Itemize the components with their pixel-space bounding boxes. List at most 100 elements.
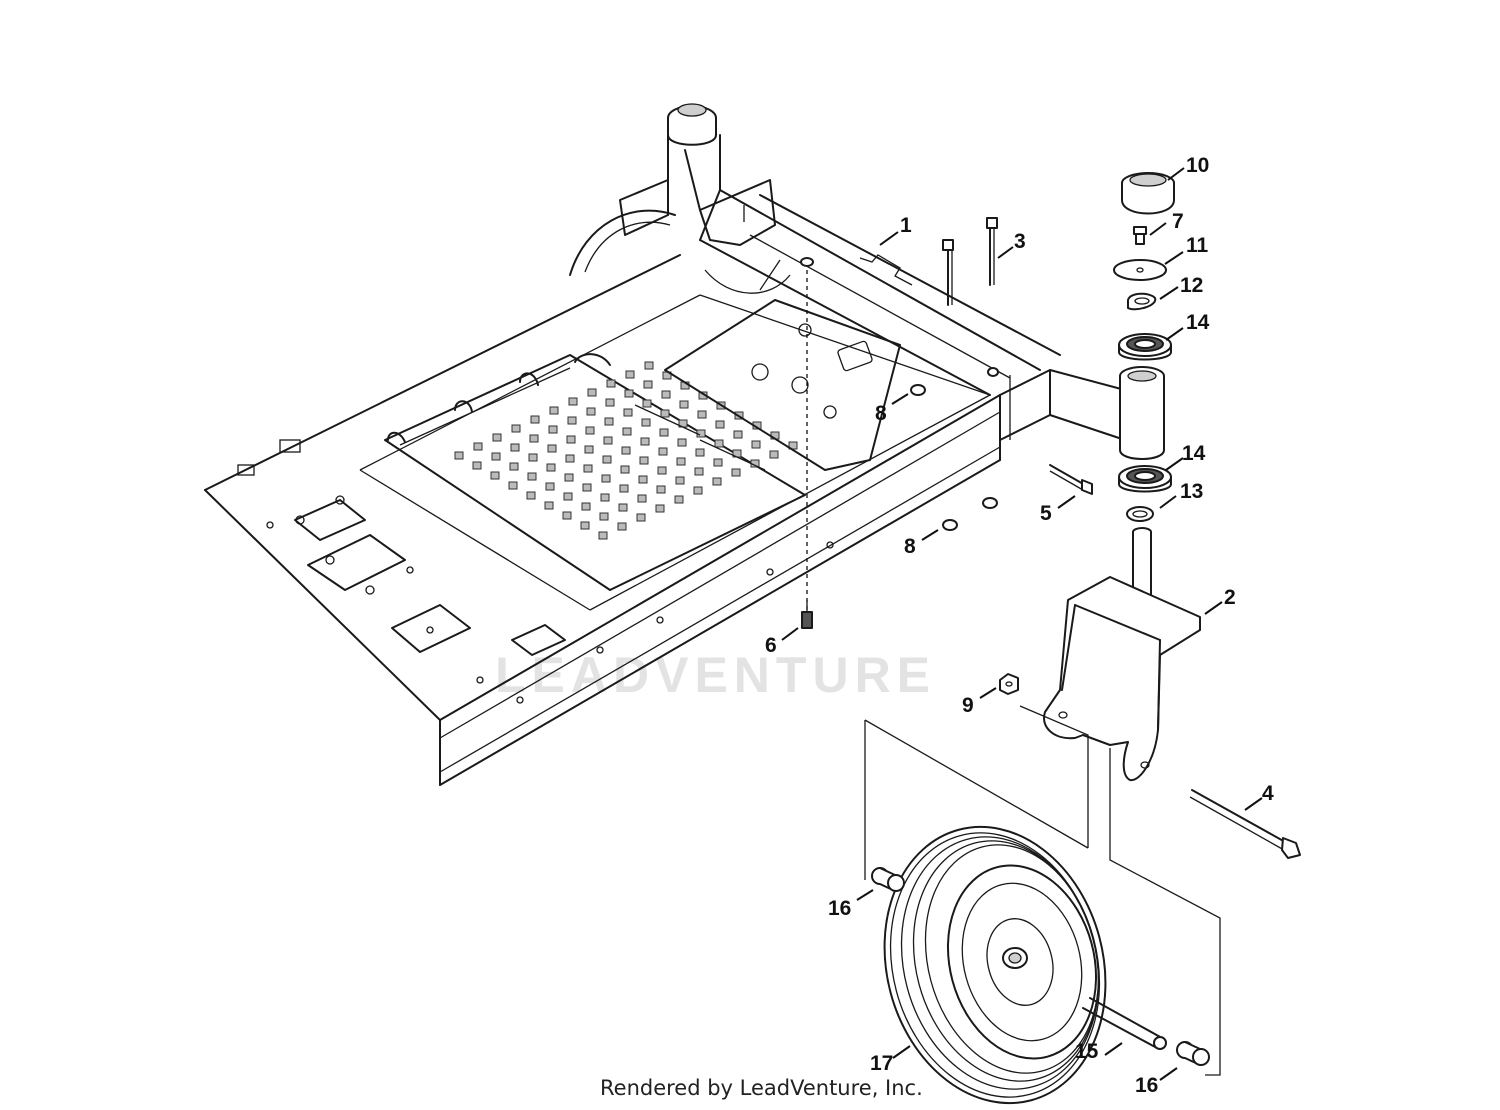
plate-square bbox=[567, 416, 577, 425]
plate-square bbox=[546, 463, 556, 472]
plate-square bbox=[491, 452, 501, 461]
plate-square bbox=[530, 415, 540, 424]
part-7-screw bbox=[1133, 226, 1147, 245]
plate-square bbox=[584, 445, 594, 454]
part-9-nut bbox=[999, 673, 1019, 695]
plate-square bbox=[603, 436, 613, 445]
part-12-clip bbox=[1127, 292, 1157, 311]
plate-square bbox=[562, 511, 572, 520]
plate-square bbox=[658, 447, 668, 456]
plate-square bbox=[566, 435, 576, 444]
plate-square bbox=[655, 504, 665, 513]
plate-square bbox=[511, 424, 521, 433]
plate-square bbox=[715, 420, 725, 429]
plate-square bbox=[676, 457, 686, 466]
callout-14-top: 14 bbox=[1186, 311, 1210, 334]
callout-2: 2 bbox=[1224, 586, 1236, 609]
plate-square bbox=[582, 483, 592, 492]
callout-11: 11 bbox=[1186, 234, 1209, 257]
assembly-frame-right bbox=[1109, 748, 1221, 1076]
plate-square bbox=[492, 433, 502, 442]
callout-17: 17 bbox=[870, 1052, 893, 1075]
deck-cutouts bbox=[294, 499, 566, 656]
plate-square bbox=[733, 430, 743, 439]
plate-square bbox=[473, 442, 483, 451]
plate-square bbox=[547, 444, 557, 453]
plate-square bbox=[639, 456, 649, 465]
plate-square bbox=[565, 454, 575, 463]
callout-8-top: 8 bbox=[875, 402, 887, 425]
plate-square bbox=[586, 407, 596, 416]
part-16-spacer-right bbox=[1176, 1041, 1210, 1066]
deck-holes-left bbox=[237, 439, 834, 704]
plate-square bbox=[643, 380, 653, 389]
plate-square bbox=[677, 438, 687, 447]
plate-square bbox=[526, 491, 536, 500]
watermark-text: LEADVENTURE bbox=[495, 647, 936, 703]
plate-square bbox=[580, 521, 590, 530]
plate-square bbox=[636, 513, 646, 522]
part-6-screw bbox=[801, 600, 813, 629]
plate-square bbox=[620, 465, 630, 474]
part-4-bolt bbox=[1189, 789, 1301, 859]
part-14-bearing-bottom bbox=[1118, 465, 1172, 493]
part-3-bolts bbox=[942, 217, 998, 306]
callout-12: 12 bbox=[1180, 274, 1203, 297]
plate-square bbox=[618, 503, 628, 512]
plate-square bbox=[490, 471, 500, 480]
part-13-washer bbox=[1126, 506, 1154, 522]
plate-square bbox=[624, 389, 634, 398]
spindle-tube bbox=[1119, 366, 1165, 460]
plate-square bbox=[638, 475, 648, 484]
plate-square bbox=[661, 390, 671, 399]
plate-square bbox=[625, 370, 635, 379]
part-14-bearing-top bbox=[1118, 333, 1172, 361]
plate-square bbox=[622, 427, 632, 436]
footer-credit: Rendered by LeadVenture, Inc. bbox=[600, 1076, 923, 1100]
plate-square bbox=[601, 474, 611, 483]
plate-square bbox=[529, 434, 539, 443]
plate-square bbox=[564, 473, 574, 482]
callout-13: 13 bbox=[1180, 480, 1203, 503]
plate-square bbox=[657, 466, 667, 475]
callout-15: 15 bbox=[1075, 1040, 1099, 1063]
callout-5: 5 bbox=[1040, 502, 1052, 525]
plate-square bbox=[617, 522, 627, 531]
plate-square bbox=[714, 439, 724, 448]
plate-square bbox=[694, 467, 704, 476]
plate-square bbox=[637, 494, 647, 503]
plate-square bbox=[679, 400, 689, 409]
frame-assembly bbox=[204, 103, 1126, 786]
plate-square bbox=[544, 501, 554, 510]
plate-square bbox=[697, 410, 707, 419]
plate-square bbox=[548, 425, 558, 434]
callout-16-left: 16 bbox=[828, 897, 851, 920]
plate-square bbox=[509, 462, 519, 471]
plate-square bbox=[731, 468, 741, 477]
plate-square bbox=[712, 477, 722, 486]
plate-square bbox=[751, 440, 761, 449]
callout-9: 9 bbox=[962, 694, 974, 717]
plate-square bbox=[454, 451, 464, 460]
plate-square bbox=[528, 453, 538, 462]
callout-1: 1 bbox=[900, 214, 912, 237]
plate-square bbox=[581, 502, 591, 511]
plate-square bbox=[598, 531, 608, 540]
part-10-cap bbox=[1121, 172, 1175, 215]
callout-14-bottom: 14 bbox=[1182, 442, 1206, 465]
callout-10: 10 bbox=[1186, 154, 1209, 177]
plate-square bbox=[640, 437, 650, 446]
callouts: 1 2 3 4 5 6 7 8 8 9 10 11 12 13 14 14 15 bbox=[765, 154, 1274, 1097]
plate-square bbox=[472, 461, 482, 470]
plate-square bbox=[599, 512, 609, 521]
plate-square bbox=[606, 379, 616, 388]
plate-square bbox=[660, 409, 670, 418]
plate-square bbox=[644, 361, 654, 370]
rear-wheel-outline bbox=[569, 209, 676, 276]
part-8-nuts bbox=[800, 257, 999, 531]
plate-square bbox=[659, 428, 669, 437]
plate-square bbox=[621, 446, 631, 455]
plate-square bbox=[675, 476, 685, 485]
plate-square bbox=[545, 482, 555, 491]
plate-square bbox=[623, 408, 633, 417]
